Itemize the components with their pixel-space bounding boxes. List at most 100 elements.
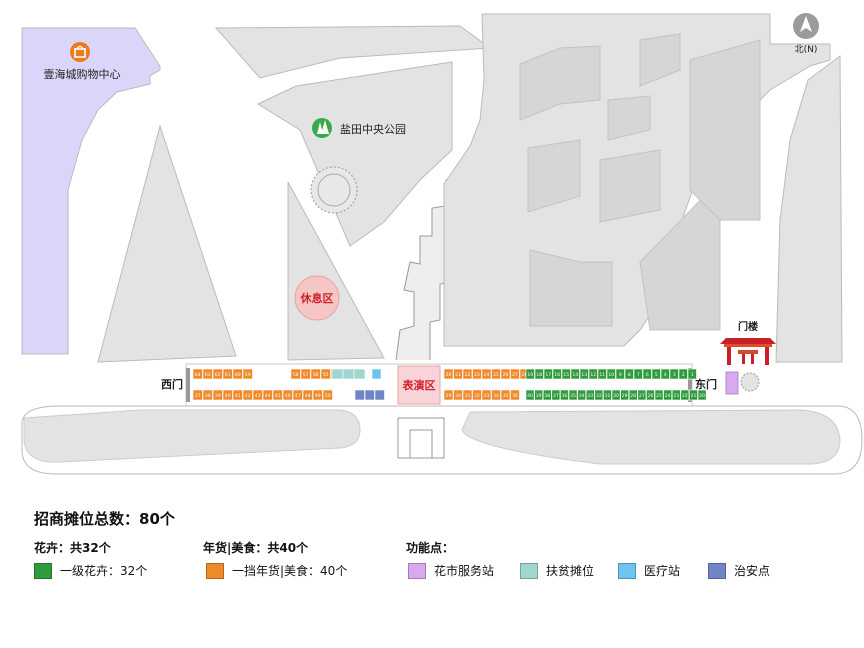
flower-stall[interactable] [594, 389, 604, 401]
flower-stall[interactable] [624, 368, 634, 380]
west-gate-bar [186, 368, 190, 402]
goods-stall[interactable] [500, 389, 511, 401]
flower-stall[interactable] [534, 368, 544, 380]
goods-stall[interactable] [232, 368, 243, 380]
medical-stall[interactable] [371, 368, 382, 380]
goods-stall[interactable] [222, 368, 233, 380]
flower-stall[interactable] [603, 389, 612, 401]
stall-number: 33 [484, 393, 490, 399]
goods-stall[interactable] [242, 389, 253, 401]
goods-stall[interactable] [310, 368, 321, 380]
goods-stall[interactable] [481, 389, 492, 401]
goods-stall[interactable] [491, 368, 501, 380]
goods-stall[interactable] [443, 368, 454, 380]
flower-stall[interactable] [552, 368, 562, 380]
stage-area[interactable] [397, 365, 441, 405]
flower-stall[interactable] [579, 368, 589, 380]
goods-stall[interactable] [322, 389, 333, 401]
security-stall[interactable] [354, 389, 365, 401]
goods-stall[interactable] [443, 389, 454, 401]
flower-stall[interactable] [615, 368, 625, 380]
flower-stall[interactable] [697, 389, 707, 401]
goods-stall[interactable] [252, 389, 263, 401]
stall-number: 28 [522, 372, 528, 378]
goods-stall[interactable] [510, 389, 520, 401]
flower-stall[interactable] [534, 389, 543, 401]
goods-stall[interactable] [262, 389, 273, 401]
west-gate-label[interactable]: 西门 [161, 377, 183, 391]
goods-stall[interactable] [320, 368, 331, 380]
flower-stall[interactable] [588, 368, 598, 380]
goods-stall[interactable] [282, 389, 293, 401]
goods-stall[interactable] [212, 389, 223, 401]
flower-stall[interactable] [525, 389, 535, 401]
goods-stall[interactable] [292, 389, 303, 401]
flower-stall[interactable] [606, 368, 616, 380]
flower-stall[interactable] [687, 368, 697, 380]
goods-stall[interactable] [222, 389, 233, 401]
goods-stall[interactable] [232, 389, 243, 401]
flower-stall[interactable] [654, 389, 664, 401]
goods-stall[interactable] [481, 368, 492, 380]
goods-stall[interactable] [472, 368, 482, 380]
flower-stall[interactable] [646, 389, 655, 401]
goods-stall[interactable] [312, 389, 323, 401]
flower-stall[interactable] [689, 389, 698, 401]
security-stall[interactable] [374, 389, 385, 401]
goods-stall[interactable] [192, 368, 203, 380]
goods-stall[interactable] [491, 389, 501, 401]
goods-stall[interactable] [212, 368, 223, 380]
goods-stall[interactable] [510, 368, 520, 380]
service-station[interactable] [725, 371, 739, 395]
flower-stall[interactable] [561, 368, 571, 380]
flower-stall[interactable] [642, 368, 652, 380]
security-stall[interactable] [364, 389, 375, 401]
flower-stall[interactable] [620, 389, 629, 401]
goods-stall[interactable] [202, 389, 213, 401]
flower-stall[interactable] [633, 368, 643, 380]
flower-stall[interactable] [597, 368, 607, 380]
goods-stall[interactable] [290, 368, 301, 380]
flower-stall[interactable] [542, 389, 552, 401]
flower-stall[interactable] [663, 389, 672, 401]
goods-stall[interactable] [192, 389, 203, 401]
east-gate-label[interactable]: 东门 [695, 377, 717, 391]
flower-stall[interactable] [577, 389, 586, 401]
flower-stall[interactable] [551, 389, 561, 401]
flower-stall[interactable] [628, 389, 638, 401]
flower-stall[interactable] [637, 389, 647, 401]
flower-stall[interactable] [669, 368, 679, 380]
goods-stall[interactable] [453, 368, 463, 380]
goods-stall[interactable] [272, 389, 283, 401]
goods-stall[interactable] [462, 389, 473, 401]
goods-stall[interactable] [302, 389, 313, 401]
goods-stall[interactable] [472, 389, 482, 401]
flower-stall[interactable] [568, 389, 578, 401]
flower-stall[interactable] [678, 368, 688, 380]
flower-stall[interactable] [585, 389, 595, 401]
flower-stall[interactable] [570, 368, 580, 380]
flower-stall[interactable] [680, 389, 690, 401]
stall-number: 61 [225, 372, 231, 378]
flower-stall[interactable] [525, 368, 535, 380]
flower-stall[interactable] [611, 389, 621, 401]
mall-area[interactable] [21, 27, 161, 355]
goods-stall[interactable] [500, 368, 511, 380]
flower-stall[interactable] [660, 368, 670, 380]
stall-number: 19 [527, 372, 533, 378]
goods-stall[interactable] [453, 389, 463, 401]
flower-stall[interactable] [543, 368, 553, 380]
poverty-stall[interactable] [353, 368, 366, 380]
stall-number: 27 [639, 393, 645, 399]
goods-stall[interactable] [300, 368, 311, 380]
flower-stall[interactable] [560, 389, 569, 401]
goods-stall[interactable] [202, 368, 213, 380]
stall-number: 32 [474, 393, 480, 399]
goods-stall[interactable] [242, 368, 253, 380]
poverty-stall[interactable] [331, 368, 344, 380]
flower-stall[interactable] [671, 389, 681, 401]
goods-stall[interactable] [462, 368, 473, 380]
poverty-stall[interactable] [342, 368, 355, 380]
flower-stall[interactable] [651, 368, 661, 380]
rest-area[interactable] [294, 275, 340, 321]
